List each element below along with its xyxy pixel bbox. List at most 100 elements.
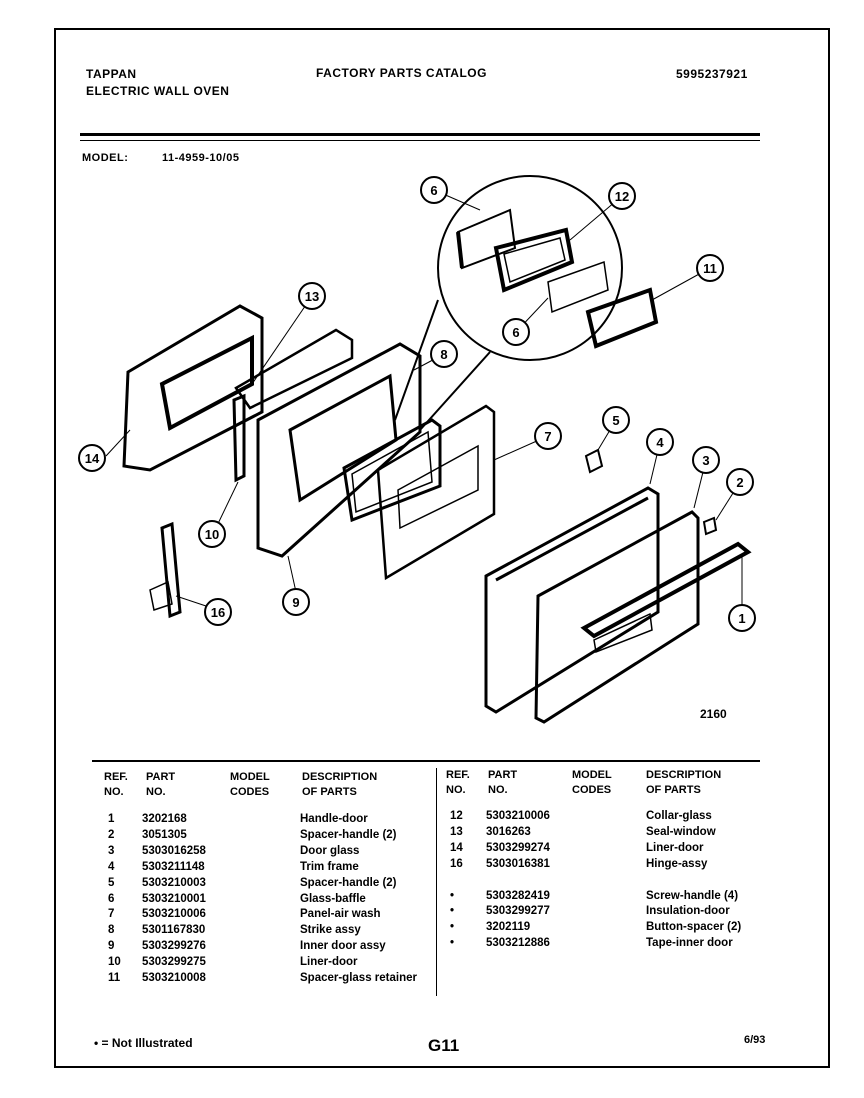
part-desc: Strike assy (300, 924, 361, 937)
callout-circle (692, 446, 720, 474)
part-desc: Collar-glass (646, 810, 712, 822)
header-rule-thin (80, 140, 760, 141)
part-part: 5303211148 (142, 860, 205, 873)
callout-label: 13 (305, 289, 319, 304)
part-part: 5303016381 (486, 857, 550, 870)
part-desc: Button-spacer (2) (646, 921, 742, 934)
part-part: 5303210006 (142, 908, 206, 921)
callout-label: 9 (292, 595, 299, 610)
callout-circle (728, 604, 756, 632)
not-illustrated-note: • = Not Illustrated (94, 1036, 193, 1050)
table-column-divider (436, 768, 437, 996)
collar-glass-part (493, 227, 575, 293)
callout-circle (204, 598, 232, 626)
part-part: 3051305 (142, 828, 187, 841)
part-part: 3202119 (486, 921, 531, 934)
part-part: 5303210008 (142, 972, 206, 984)
part-ref: 1 (108, 813, 115, 825)
callout-label: 6 (512, 325, 519, 340)
part-part: 5303299274 (486, 841, 550, 854)
callout-circle (198, 520, 226, 548)
model-label: MODEL: (82, 152, 129, 164)
part-part: 5303210001 (142, 892, 206, 905)
part-part: 5303299276 (142, 940, 206, 953)
page-number: G11 (428, 1036, 460, 1055)
callout-label: 10 (205, 527, 219, 542)
callout-label: 12 (615, 189, 629, 204)
callout-circle (420, 176, 448, 204)
part-part: 3202168 (142, 813, 187, 825)
callout-label: 1 (738, 611, 745, 626)
part-desc: Liner-door (646, 841, 704, 854)
part-ref: 13 (450, 825, 463, 838)
part-desc: Screw-handle (4) (646, 889, 739, 902)
model-value: 11-4959-10/05 (162, 152, 240, 164)
door-glass-part (534, 510, 700, 724)
part-part: 3016263 (486, 825, 531, 838)
part-ref: 11 (108, 972, 121, 984)
callout-label: 7 (544, 429, 551, 444)
callout-label: 11 (703, 261, 717, 276)
part-desc: Handle-door (300, 813, 368, 825)
callout-circle (608, 182, 636, 210)
part-ref: 5 (108, 876, 115, 889)
part-desc: Inner door assy (300, 940, 386, 953)
part-part: 5303212886 (486, 937, 550, 950)
part-desc: Panel-air wash (300, 908, 381, 921)
callout-label: 4 (656, 435, 664, 450)
part-ref: 12 (450, 810, 463, 822)
callout-label: 6 (430, 183, 437, 198)
callout-label: 5 (612, 413, 619, 428)
glass-baffle-part (456, 208, 517, 270)
header-rule (80, 133, 760, 136)
door-handle-part (580, 541, 752, 639)
page-border (54, 28, 830, 1068)
part-part: 5301167830 (142, 924, 206, 937)
part-part: 5303210003 (142, 876, 206, 889)
drawing-number: 2160 (700, 707, 727, 721)
spacer-glass-retainer-part (585, 287, 659, 349)
part-desc: Liner-door (300, 956, 358, 969)
callout-circle (282, 588, 310, 616)
part-desc: Trim frame (300, 860, 359, 873)
part-part: 5303016258 (142, 844, 206, 857)
liner-door-part (122, 304, 264, 472)
callout-label: 3 (702, 453, 709, 468)
panel-air-wash-part (376, 404, 496, 581)
callout-circle (78, 444, 106, 472)
brand-label: TAPPAN (86, 67, 137, 81)
part-ref: 14 (450, 841, 463, 854)
part-ref: 16 (450, 857, 463, 870)
part-desc: Spacer-glass retainer (300, 972, 417, 984)
part-ref: 4 (108, 860, 115, 873)
part-part: 5303282419 (486, 889, 550, 902)
part-ref: 7 (108, 908, 115, 921)
part-desc: Seal-window (646, 825, 716, 838)
col-ref-header: REF.NO. (104, 771, 128, 798)
part-ref: • (450, 889, 455, 902)
product-label: ELECTRIC WALL OVEN (86, 84, 230, 98)
part-ref: 9 (108, 940, 115, 953)
callout-circle (646, 428, 674, 456)
callout-circle (696, 254, 724, 282)
catalog-number: 5995237921 (676, 67, 748, 81)
part-desc: Tape-inner door (646, 937, 733, 950)
part-ref: • (450, 937, 455, 950)
col-ref-header-right: REF.NO. (446, 769, 470, 796)
catalog-title: FACTORY PARTS CATALOG (316, 66, 487, 80)
part-ref: • (450, 905, 455, 918)
part-desc: Door glass (300, 844, 360, 857)
callout-label: 16 (211, 605, 225, 620)
part-part: 5303299277 (486, 905, 550, 918)
part-ref: 6 (108, 892, 115, 905)
callout-circle (502, 318, 530, 346)
part-desc: Spacer-handle (2) (300, 828, 397, 841)
trim-frame-part (484, 486, 660, 714)
part-ref: 3 (108, 844, 115, 857)
callout-label: 2 (736, 475, 743, 490)
